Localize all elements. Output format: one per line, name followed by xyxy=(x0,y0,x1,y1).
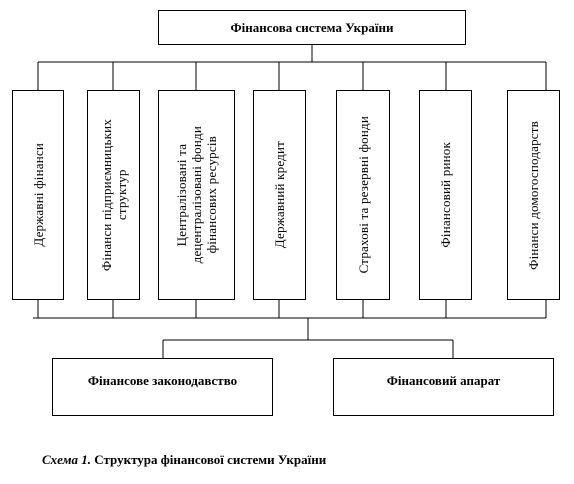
branch-enterprise-finance: Фінанси підприємницьких структур xyxy=(87,90,140,300)
root-label: Фінансова система України xyxy=(230,19,394,35)
branch-state-finance: Державні фінанси xyxy=(12,90,64,300)
branch-financial-market: Фінансовий ринок xyxy=(419,90,472,300)
root-node: Фінансова система України xyxy=(158,10,466,45)
branch-label: Державні фінанси xyxy=(30,143,46,247)
support-label: Фінансове законодавство xyxy=(87,373,238,388)
branch-label: Страхові та резервні фонди xyxy=(355,116,371,274)
figure-caption: Схема 1. Структура фінансової системи Ук… xyxy=(42,452,326,468)
caption-text: Структура фінансової системи України xyxy=(94,452,327,467)
branch-label: Фінанси домогосподарств xyxy=(526,120,541,270)
support-label: Фінансовий апарат xyxy=(386,373,501,388)
branch-household-finance: Фінанси домогосподарств xyxy=(507,90,560,300)
branch-state-credit: Державний кредит xyxy=(253,90,306,300)
branch-label: Фінанси підприємницьких структур xyxy=(98,118,129,272)
support-legislation: Фінансове законодавство xyxy=(52,358,273,416)
caption-prefix: Схема 1. xyxy=(42,452,92,467)
branch-label: Державний кредит xyxy=(272,141,287,249)
branch-label: Централізовані та децентралізовані фонди… xyxy=(174,126,219,264)
branch-label: Фінансовий ринок xyxy=(438,142,453,248)
branch-insurance-funds: Страхові та резервні фонди xyxy=(336,90,390,300)
support-apparatus: Фінансовий апарат xyxy=(333,358,554,416)
branch-financial-funds: Централізовані та децентралізовані фонди… xyxy=(158,90,235,300)
